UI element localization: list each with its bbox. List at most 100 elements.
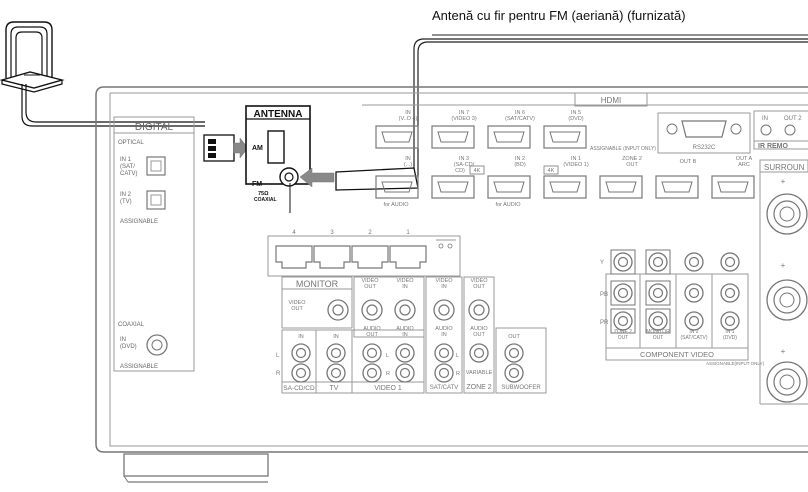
svg-text:(TV): (TV)	[120, 199, 132, 205]
svg-text:IN 2: IN 2	[120, 192, 132, 198]
svg-text:COMPONENT VIDEO: COMPONENT VIDEO	[640, 350, 714, 359]
svg-text:for AUDIO: for AUDIO	[383, 202, 409, 208]
rca-jack[interactable]	[395, 363, 415, 383]
hdmi-title: HDMI	[601, 96, 621, 105]
svg-text:VIDEO: VIDEO	[361, 278, 379, 284]
svg-text:RS232C: RS232C	[693, 145, 716, 151]
rca-jack[interactable]	[433, 299, 455, 321]
svg-text:OUT 2: OUT 2	[784, 116, 802, 122]
rca-jack[interactable]	[504, 363, 524, 383]
lan-port[interactable]	[351, 245, 389, 269]
component-jack[interactable]	[645, 249, 671, 275]
rca-jack[interactable]	[434, 363, 454, 383]
lan-port[interactable]	[389, 245, 427, 269]
lan-port[interactable]	[313, 245, 351, 269]
svg-text:COAXIAL: COAXIAL	[118, 322, 145, 328]
svg-text:(VIDEO 3): (VIDEO 3)	[451, 116, 477, 122]
svg-text:+: +	[781, 177, 786, 186]
svg-text:AUDIO: AUDIO	[363, 326, 381, 332]
rca-jack[interactable]	[469, 343, 489, 363]
hdmi-port[interactable]	[375, 125, 419, 149]
component-jack[interactable]	[720, 311, 740, 331]
component-jack[interactable]	[610, 280, 636, 306]
antenna-panel: ANTENNA AM FM 75Ω COAXIAL	[245, 105, 311, 203]
svg-text:IN: IN	[120, 337, 126, 343]
svg-text:ASSIGNABLE(INPUT ONLY): ASSIGNABLE(INPUT ONLY)	[706, 361, 765, 366]
rca-jack[interactable]	[468, 299, 490, 321]
rs232c-port[interactable]: RS232C	[657, 112, 751, 154]
hdmi-port[interactable]	[487, 125, 531, 149]
svg-text:L: L	[276, 353, 280, 359]
coaxial-in-jack[interactable]	[146, 334, 168, 356]
hdmi-port[interactable]	[543, 125, 587, 149]
rca-jack[interactable]	[326, 343, 346, 363]
svg-text:4K: 4K	[548, 168, 555, 174]
svg-text:(...): (...)	[404, 162, 412, 168]
svg-text:(SA-CD/: (SA-CD/	[454, 162, 475, 168]
component-jack[interactable]	[684, 252, 704, 272]
rca-jack[interactable]	[361, 299, 383, 321]
svg-text:CD): CD)	[455, 168, 465, 174]
hdmi-port[interactable]	[487, 175, 531, 199]
svg-text:AM: AM	[252, 145, 263, 152]
component-jack[interactable]	[720, 252, 740, 272]
rca-jack[interactable]	[291, 363, 311, 383]
svg-text:SA-CD/CD: SA-CD/CD	[283, 385, 315, 392]
hdmi-port[interactable]	[375, 175, 419, 199]
svg-text:MONITOR: MONITOR	[296, 279, 339, 289]
ir-out2-jack[interactable]	[784, 124, 796, 136]
svg-text:AUDIO: AUDIO	[470, 326, 488, 332]
svg-text:75Ω: 75Ω	[258, 191, 269, 197]
svg-text:ASSIGNABLE: ASSIGNABLE	[120, 219, 158, 225]
component-jack[interactable]	[645, 308, 671, 334]
rca-jack[interactable]	[504, 343, 524, 363]
hdmi-port[interactable]	[431, 125, 475, 149]
hdmi-port[interactable]	[599, 175, 643, 199]
optical-in1-port[interactable]	[146, 156, 166, 176]
svg-text:IN 3: IN 3	[459, 156, 469, 162]
speaker-terminal[interactable]	[766, 279, 808, 321]
am-terminal[interactable]	[267, 130, 285, 164]
rca-jack[interactable]	[362, 363, 382, 383]
lan-panel: 4 3 2 1	[267, 230, 461, 277]
lan-port[interactable]	[275, 245, 313, 269]
rca-jack[interactable]	[362, 343, 382, 363]
component-jack[interactable]	[720, 283, 740, 303]
component-jack[interactable]	[610, 308, 636, 334]
component-jack[interactable]	[610, 249, 636, 275]
svg-text:2: 2	[368, 230, 372, 236]
rca-jack[interactable]	[394, 299, 416, 321]
component-jack[interactable]	[684, 283, 704, 303]
svg-text:AUDIO: AUDIO	[396, 326, 414, 332]
svg-text:ZONE 2: ZONE 2	[614, 329, 632, 335]
svg-text:MONITOR: MONITOR	[646, 329, 670, 335]
am-wire	[21, 84, 205, 127]
svg-text:PR: PR	[600, 320, 609, 326]
svg-text:IN 7: IN 7	[459, 110, 469, 116]
rca-jack[interactable]	[327, 299, 349, 321]
speaker-terminal[interactable]	[766, 193, 808, 235]
svg-text:(DVD): (DVD)	[120, 344, 137, 350]
hdmi-port[interactable]	[711, 175, 755, 199]
component-jack[interactable]	[645, 280, 671, 306]
rca-jack[interactable]	[395, 343, 415, 363]
hdmi-port[interactable]	[655, 175, 699, 199]
hdmi-port[interactable]	[431, 175, 475, 199]
chassis-foot	[123, 453, 269, 477]
speaker-terminal[interactable]	[766, 361, 808, 403]
rca-jack[interactable]	[434, 343, 454, 363]
optical-in2-port[interactable]	[146, 190, 166, 210]
rca-jack[interactable]	[291, 343, 311, 363]
svg-text:Y: Y	[600, 260, 604, 266]
svg-text:IN: IN	[441, 332, 447, 338]
svg-text:OUT: OUT	[366, 332, 378, 338]
component-jack[interactable]	[684, 311, 704, 331]
svg-text:for AUDIO: for AUDIO	[495, 202, 521, 208]
svg-text:IN: IN	[441, 284, 447, 290]
hdmi-port[interactable]	[543, 175, 587, 199]
svg-text:ASSIGNABLE (INPUT ONLY): ASSIGNABLE (INPUT ONLY)	[590, 146, 656, 152]
svg-text:IN: IN	[402, 284, 408, 290]
svg-text:OUT: OUT	[618, 335, 629, 341]
ir-in-jack[interactable]	[760, 124, 772, 136]
rca-jack[interactable]	[326, 363, 346, 383]
